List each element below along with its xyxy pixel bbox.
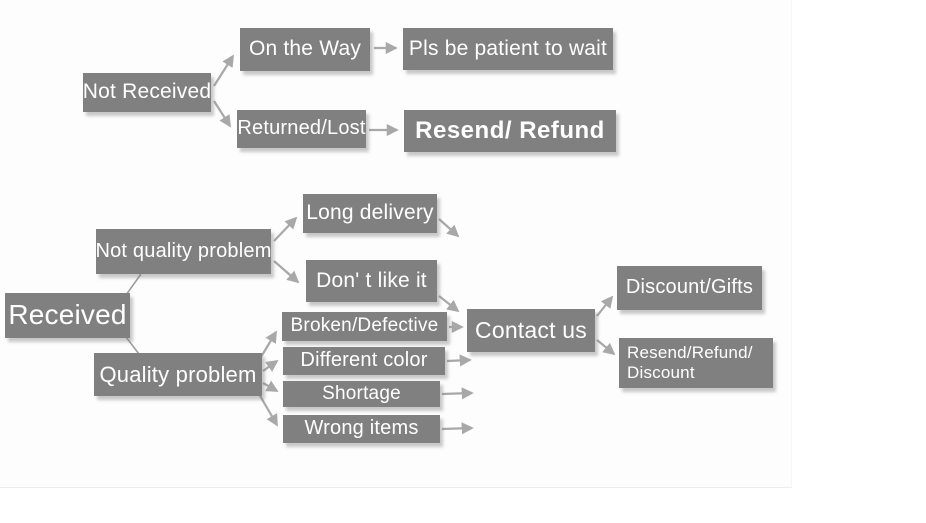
node-long-delivery: Long delivery	[303, 194, 437, 233]
node-quality-problem: Quality problem	[94, 353, 262, 396]
node-dont-like-it: Don' t like it	[306, 260, 437, 302]
edge-received-nqp	[125, 273, 142, 296]
node-contact-us: Contact us	[467, 309, 595, 352]
node-resend-refund-discount-text: Resend/Refund/ Discount	[627, 343, 753, 382]
node-shortage: Shortage	[283, 381, 440, 407]
line-1: Resend/Refund/	[627, 343, 753, 363]
edge-differentcolor-out	[446, 354, 472, 367]
edge-qp-differentcolor	[262, 359, 279, 372]
edge-nqp-longdelivery	[273, 216, 298, 242]
edge-shortage-out	[441, 387, 474, 400]
edge-contactus-discountgifts	[596, 295, 614, 317]
node-resend-refund: Resend/ Refund	[404, 110, 616, 152]
edge-wrongitems-out	[441, 422, 474, 435]
node-pls-be-patient-to-wait: Pls be patient to wait	[403, 28, 613, 70]
edge-notreceived-ontheway	[213, 54, 234, 87]
edge-notreceived-returnedlost	[213, 100, 231, 128]
edge-longdelivery-out	[438, 218, 460, 238]
node-received: Received	[5, 293, 130, 338]
edge-qp-wrongitems	[258, 393, 278, 427]
node-returned-lost: Returned/Lost	[237, 110, 366, 148]
edge-nqp-dontlikeit	[273, 260, 300, 284]
edge-dontlikeit-out	[438, 295, 460, 313]
node-different-color: Different color	[283, 347, 445, 375]
node-not-quality-problem: Not quality problem	[95, 229, 271, 274]
node-not-received: Not Received	[83, 73, 211, 112]
node-on-the-way: On the Way	[240, 28, 370, 71]
edge-contactus-resendrefunddiscount	[596, 339, 616, 356]
edge-qp-shortage	[262, 380, 279, 392]
node-wrong-items: Wrong items	[283, 415, 440, 443]
node-discount-gifts: Discount/Gifts	[617, 266, 762, 310]
line-2: Discount	[627, 363, 695, 382]
node-broken-defective: Broken/Defective	[282, 312, 447, 341]
node-resend-refund-discount: Resend/Refund/ Discount	[619, 338, 773, 388]
